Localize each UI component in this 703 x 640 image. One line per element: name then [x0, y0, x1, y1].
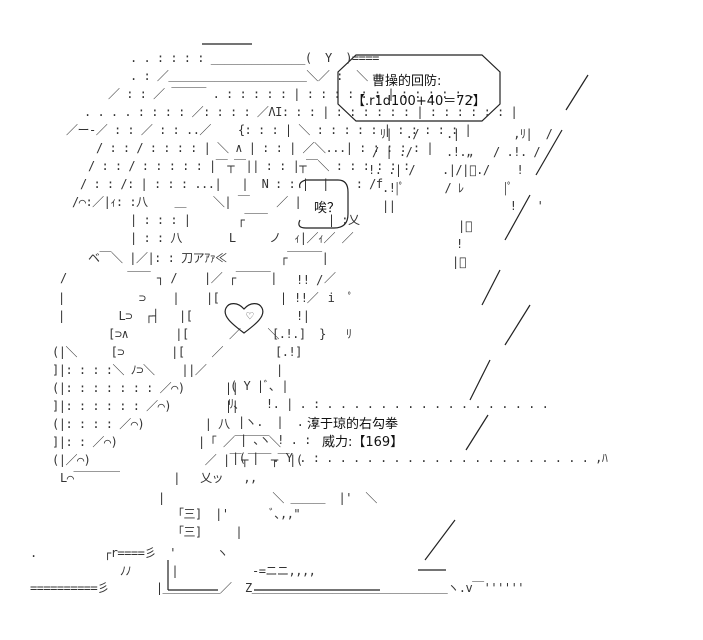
- speech-box-1-roll: 【.r1d100+40＝72】: [352, 94, 486, 109]
- aa-line: | ､ヽ ! . :: [240, 433, 311, 447]
- speed-line: [535, 129, 563, 176]
- aa-line: !! /: [296, 273, 323, 287]
- speed-line: [504, 304, 531, 346]
- aa-line: .!|ﾟ / ﾚ |ﾟ: [382, 181, 513, 195]
- aa-line: || ! ': [382, 199, 544, 213]
- aa-line: . : ／＿＿＿＿＿＿＿＿＿＿＿＿＼／ : ＼: [130, 69, 368, 83]
- aa-line: . . . . : : : : ／: : : : ／ΛI: : : | : : …: [84, 105, 518, 119]
- aa-line: !: [456, 237, 463, 251]
- aa-line: ]|: : : :＼ ﾉ⊃＼ ||／: [52, 363, 207, 377]
- aa-line: ﾉﾉ | -=ニニ,,,,: [120, 564, 316, 578]
- speech-box-1-title: 曹操的回防:: [372, 74, 442, 89]
- speed-line: [469, 359, 491, 401]
- aa-line: ==========彡 |＿＿＿＿＿／ Z＿＿＿＿＿＿＿＿＿＿＿＿＿＿＿＿＿ヽ.…: [30, 581, 525, 595]
- aa-line: ﾘ| ./ .| ,ﾘ| /: [380, 127, 553, 141]
- aa-line: |( | . Y . : . . . . . . . . . . . . . .…: [232, 451, 608, 465]
- aa-line: 「三] |' ﾞ､,,": [172, 507, 301, 521]
- heart-shape: [224, 303, 264, 334]
- aa-line: !! i ﾟ: [294, 291, 354, 305]
- aa-line: /⌒:／|ｨ: :八 ＿ ＼| ￣ ／ |: [72, 195, 302, 209]
- aa-line: (|: : : : ／⌒) | 八: [52, 417, 230, 431]
- aa-line: / | ./ .!.„ / .!. /: [372, 145, 541, 159]
- aa-line: |ヽ. | . :: [238, 415, 317, 429]
- aa-line: [⊃∧ |[ ／ ＼: [108, 327, 279, 341]
- aa-line: ]|: : : : : : ／⌒) ||: [52, 399, 239, 413]
- aa-line: ﾘ､ !. | . : . . . . . . . . . . . . . . …: [228, 397, 549, 411]
- bubble-text: 唉？: [314, 201, 341, 216]
- aa-line: L⌒￣￣￣￣ | 乂ッ ,,: [60, 471, 257, 485]
- aa-line: ( Y |ﾞ､ |: [230, 379, 289, 393]
- aa-line: [.!]: [275, 345, 302, 359]
- aa-line: . . : : : : ______________( Y )====: [130, 51, 379, 65]
- aa-line: / : : /: | : : : ...| | N : : | | : /f: [80, 177, 383, 191]
- aa-line: | ⊃ | |[ | ／: [58, 291, 319, 305]
- speed-line: [465, 414, 489, 451]
- aa-line: ／ : : ／ ￣￣￣ . : : : : : | : : : : : : | …: [108, 87, 475, 101]
- speed-line: [424, 519, 456, 561]
- aa-line: |ﾟ: [452, 255, 466, 269]
- aa-line: [.!.] } ﾘ: [272, 327, 352, 341]
- aa-line: |: [276, 363, 283, 377]
- bubble-frame: [298, 179, 349, 229]
- aa-line: !|: [296, 309, 310, 323]
- aa-line: (|／⌒) ／ |￣┬￣￣┬￣|(: [52, 453, 303, 467]
- aa-line: | : : 八 L ノ ｨ|／ｨ／ ／: [130, 231, 354, 245]
- speed-line: [565, 74, 589, 111]
- aa-line: . ┌r====彡 ' ヽ: [30, 546, 228, 560]
- aa-line: ]|: : ／⌒) |「 ／￣￣￣＼: [52, 435, 281, 449]
- speed-line: [504, 194, 531, 241]
- aa-line: ベ￣＼ |／|: : 刀アｱｧ≪ ┌￣￣￣|: [88, 251, 329, 265]
- aa-line: | L⊃ ┌┤ |[ ♡: [58, 309, 254, 323]
- aa-line: | ＼ ＿＿＿ |' ＼: [158, 491, 377, 505]
- aa-line: / : : / : : : : : |￣┬￣|| : : |┬￣＼ : : : …: [88, 159, 410, 173]
- speech-box-2-power: 威力:【169】: [322, 435, 404, 450]
- aa-line: ／ー‐／ : : ／ : : ..／ {: : : | ＼ : : : : : …: [66, 123, 472, 137]
- speech-box-2-title: 淳于琼的右勾拳: [307, 417, 399, 432]
- aa-line: / : : / : : : : | ＼ ∧ | : : | ／＼...| : :…: [96, 141, 434, 155]
- aa-line: 「三] |: [172, 525, 243, 539]
- aa-line: |ﾟ: [458, 219, 472, 233]
- speed-line: [481, 269, 501, 306]
- speech-box-1-frame: [337, 54, 501, 122]
- aa-line: (|＼ [⊃ |[ ／: [52, 345, 223, 359]
- aa-line: | : : : | ┌￣￣ | :乂: [130, 213, 360, 227]
- aa-line: !. .| / .|/|ﾟ./ !: [368, 163, 524, 177]
- aa-line: / ￣￣ ┐ / |／ ┌￣￣￣| ／: [60, 271, 336, 285]
- aa-line: (|: : : : : : : ／⌒) ||: [52, 381, 239, 395]
